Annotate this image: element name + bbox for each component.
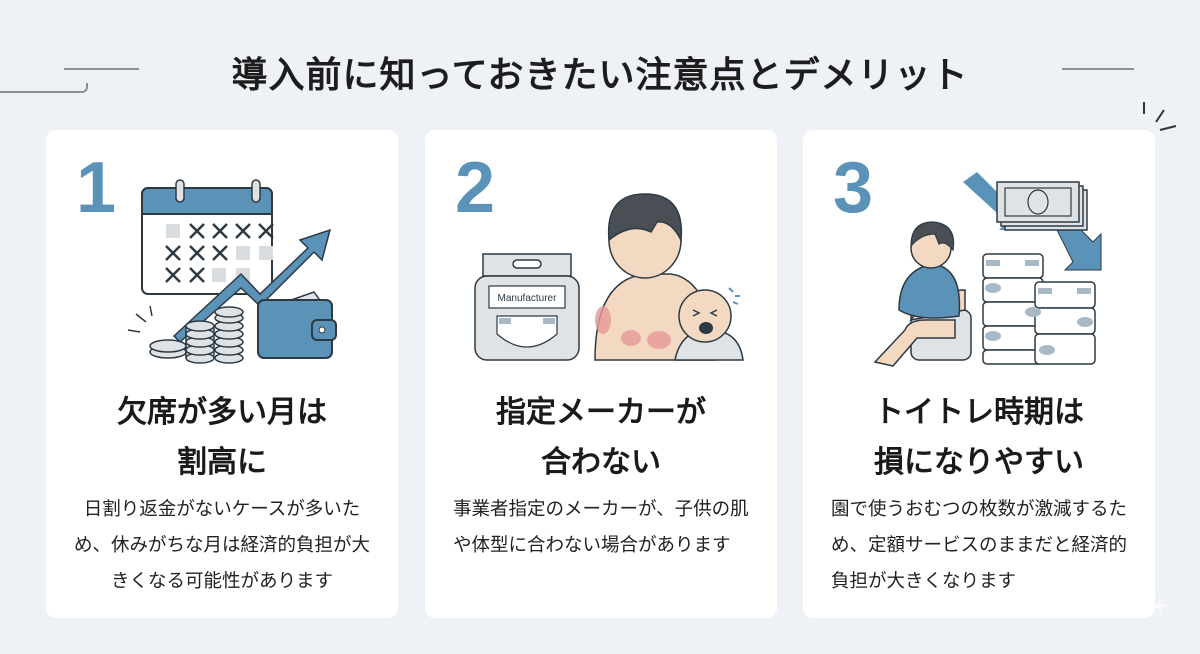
card-description: 日割り返金がないケースが多いため、休みがちな月は経済的負担が大きくなる可能性があ… [73,499,370,592]
card-description: 事業者指定のメーカーが、子供の肌や体型に合わない場合があります [453,499,749,556]
card-manufacturer-mismatch: 2 Manufacturer 指定メーカーが 合わない 事業者指定のメーカーが、… [425,130,777,618]
card-title-line: トイトレ時期は [874,395,1084,430]
card-potty-training: 3 トイトレ時期は [803,130,1155,618]
card-title: トイトレ時期は 損になりやすい [803,388,1155,488]
potty-training-diaper-decrease-icon [873,172,1102,367]
diaper-pack-skin-rash-icon: Manufacturer [474,193,744,361]
decorative-line [64,68,139,70]
card-number: 1 [76,148,117,228]
card-title: 欠席が多い月は 割高に [46,388,398,488]
sparkle-lines-icon [1143,102,1177,131]
decorative-hook-line [0,83,88,93]
calendar-absences-rising-cost-icon [127,179,337,364]
page-header: 導入前に知っておきたい注意点とデメリット [0,44,1200,100]
card-number: 3 [833,148,874,228]
card-title-line: 割高に [177,445,267,480]
card-title-line: 損になりやすい [874,445,1084,480]
decorative-line [1062,68,1134,70]
card-description: 園で使うおむつの枚数が激減するため、定額サービスのままだと経済的負担が大きくなり… [831,499,1128,592]
card-title-line: 欠席が多い月は [117,395,327,430]
card-title-line: 指定メーカーが [496,395,706,430]
card-title: 指定メーカーが 合わない [425,388,777,488]
svg-text:Manufacturer: Manufacturer [498,293,558,304]
card-title-line: 合わない [541,445,661,480]
card-absence-cost: 1 欠 [46,130,398,618]
card-number: 2 [455,148,496,228]
page-title: 導入前に知っておきたい注意点とデメリット [231,55,969,96]
sparkle-star-icon [1150,596,1170,616]
